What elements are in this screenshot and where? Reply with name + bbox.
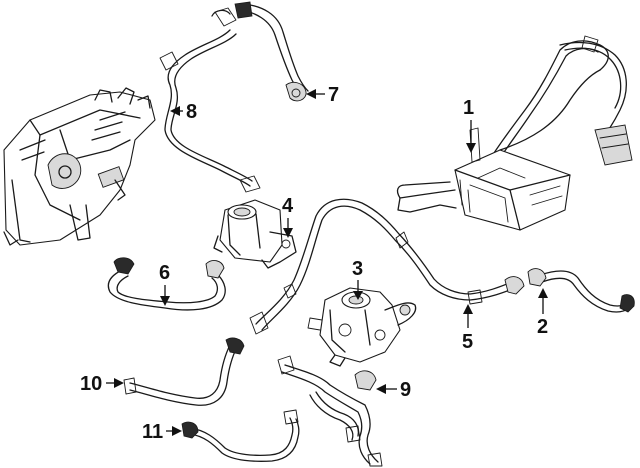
hose-7 [234,1,309,102]
callout-7: 7 [306,84,339,106]
callout-label-3: 3 [352,258,363,280]
callout-label-2: 2 [537,316,548,338]
callout-label-6: 6 [159,262,170,284]
callout-label-1: 1 [463,97,474,119]
control-module-1 [396,127,571,231]
engine-assembly [3,87,156,246]
pump-3 [307,287,417,367]
wiring-harness-1 [479,35,633,181]
callout-1: 1 [463,97,476,153]
callout-4: 4 [282,195,294,238]
callout-9: 9 [376,379,411,401]
callout-6: 6 [159,262,170,306]
callout-label-4: 4 [282,195,294,217]
callout-label-11: 11 [142,421,163,443]
callout-8: 8 [170,101,197,123]
hose-9 [277,355,383,467]
callout-11: 11 [142,421,182,443]
hose-2 [527,268,635,313]
hose-11 [181,409,300,462]
callout-3: 3 [352,258,363,300]
callout-2: 2 [537,288,548,338]
callout-5: 5 [462,304,473,353]
callout-label-8: 8 [186,101,197,123]
callout-label-7: 7 [328,84,339,106]
callout-10: 10 [80,373,124,395]
callout-label-5: 5 [462,331,473,353]
callout-label-10: 10 [80,373,102,395]
hose-8 [159,7,261,193]
valve-4 [213,199,297,269]
hose-10 [123,337,245,406]
hose-5 [249,198,525,335]
hose-6 [107,257,226,311]
callout-label-9: 9 [400,379,411,401]
